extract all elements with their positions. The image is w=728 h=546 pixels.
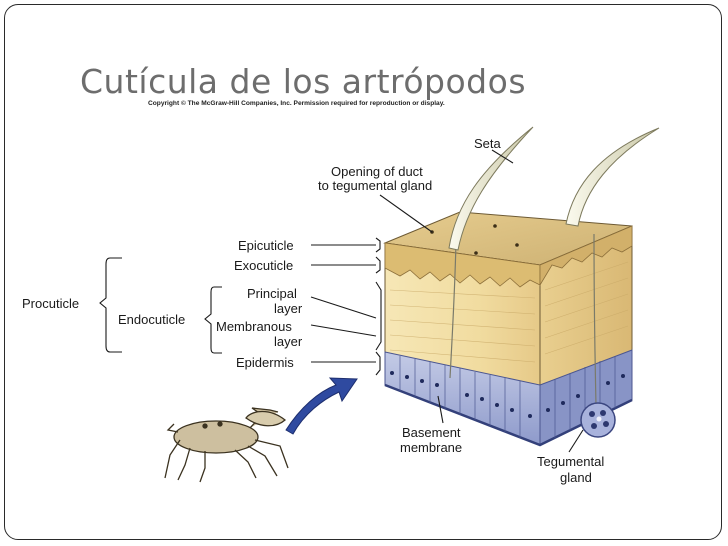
label-duct-opening-2: to tegumental gland [318, 178, 432, 193]
label-endocuticle: Endocuticle [118, 312, 185, 327]
label-principal-2: layer [274, 301, 303, 316]
label-seta: Seta [474, 136, 502, 151]
label-duct-opening-1: Opening of duct [331, 164, 423, 179]
label-basement-1: Basement [402, 425, 461, 440]
tegumental-gland [581, 403, 615, 437]
crab-illustration [165, 408, 288, 482]
label-tegumental-2: gland [560, 470, 592, 485]
label-exocuticle: Exocuticle [234, 258, 293, 273]
label-epidermis: Epidermis [236, 355, 294, 370]
seta-right [566, 128, 659, 226]
pointer-arrow [286, 378, 357, 434]
label-procuticle: Procuticle [22, 296, 79, 311]
label-epicuticle: Epicuticle [238, 238, 294, 253]
label-membranous-1: Membranous [216, 319, 292, 334]
label-basement-2: membrane [400, 440, 462, 455]
label-principal-1: Principal [247, 286, 297, 301]
label-tegumental-1: Tegumental [537, 454, 604, 469]
cuticle-block [385, 212, 632, 445]
label-membranous-2: layer [274, 334, 303, 349]
